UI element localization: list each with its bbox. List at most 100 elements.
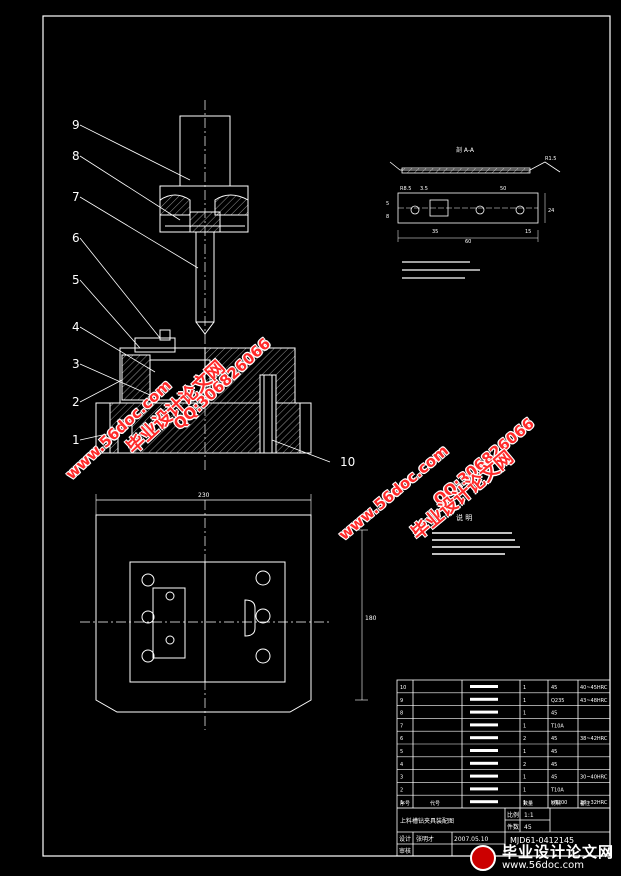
table-header-mat: 材料 (551, 800, 561, 807)
section-detail (389, 161, 561, 242)
drawing-frame (42, 15, 611, 857)
part-4-workpiece (149, 359, 211, 401)
table-cell-mat: T10A (550, 787, 564, 793)
notes-block (432, 532, 520, 555)
table-row-name-bar (470, 697, 498, 701)
sheet-label: 件数 (507, 823, 519, 831)
table-cell-no: 9 (400, 698, 403, 704)
table-cell-qty: 1 (523, 698, 526, 704)
table-header-qty: 数量 (523, 800, 533, 807)
table-cell-no: 10 (400, 685, 406, 691)
table-header-note: 备注 (580, 800, 590, 807)
plan-width-dimension: 230 (198, 492, 210, 499)
brand-url: www.56doc.com (502, 859, 585, 871)
table-header-no: 序号 (400, 800, 410, 807)
part-label: 5 (72, 273, 80, 287)
sheet-value: 45 (524, 824, 532, 831)
scale-value: 1:1 (524, 812, 534, 819)
table-cell-qty: 1 (523, 723, 526, 729)
part-label: 10 (340, 455, 355, 469)
designer-label: 设计 (399, 835, 411, 843)
table-row-name-bar (470, 749, 498, 752)
table-cell-mat: 45 (551, 749, 557, 755)
table-row-name-bar (470, 723, 498, 727)
table-cell-note: 43~48HRC (580, 698, 608, 704)
table-row-name-bar (470, 685, 498, 688)
designer-name: 张明才 (416, 835, 434, 843)
part-label: 3 (72, 357, 80, 371)
table-cell-no: 3 (400, 775, 403, 781)
dimension-label: 35 (432, 229, 438, 235)
dimension-label: 50 (500, 186, 506, 192)
title-block-texts: 上料槽钻夹具装配图 比例 1:1 件数 45 设计 张明才 2007.05.10… (399, 811, 574, 855)
dimension-label: R8.5 (400, 186, 411, 192)
dimension-label: 3.5 (420, 186, 428, 192)
table-cell-qty: 1 (523, 711, 526, 717)
dimension-label: 8 (386, 214, 389, 220)
table-cell-mat: 45 (551, 736, 557, 742)
table-cell-qty: 1 (523, 787, 526, 793)
table-cell-no: 5 (400, 749, 403, 755)
brand-footer: 毕业设计论文网 www.56doc.com (470, 842, 614, 874)
table-cell-mat: 45 (551, 775, 557, 781)
table-cell-no: 7 (400, 723, 403, 729)
table-cell-qty: 2 (523, 736, 526, 742)
dimension-label: 24 (548, 208, 554, 214)
section-dimension-labels: 60 35 24 R8.5 R1.5 50 5 8 3.5 15 (386, 156, 556, 245)
part-7-drill (195, 231, 215, 323)
table-row-name-bar (470, 710, 498, 714)
dimension-label: 5 (386, 201, 389, 207)
part-label: 7 (72, 190, 80, 204)
table-cell-note: 30~40HRC (580, 775, 608, 781)
leader-lines (79, 124, 331, 463)
part-label: 6 (72, 231, 80, 245)
table-row-name-bar (470, 787, 498, 791)
part-number-labels: 9 8 7 6 5 4 3 2 1 10 (72, 118, 355, 469)
scale-label: 比例 (507, 811, 519, 819)
notes-title: 说 明 (456, 513, 472, 522)
table-cell-no: 1 (400, 800, 403, 806)
checker-label: 审核 (399, 847, 411, 855)
title-block-frame (396, 679, 611, 857)
table-cell-mat: HT200 (551, 800, 567, 806)
part-label: 4 (72, 320, 80, 334)
table-cell-note: 28~32HRC (580, 800, 608, 806)
plan-view (80, 494, 368, 730)
table-row-name-bar (470, 736, 498, 740)
brand-name: 毕业设计论文网 (502, 842, 615, 861)
table-cell-qty: 2 (523, 762, 526, 768)
table-cell-note: 40~45HRC (580, 685, 608, 691)
drawing-code: MJD61-0412145 (510, 836, 574, 845)
table-cell-mat: 45 (551, 685, 557, 691)
table-cell-note: 38~42HRC (580, 736, 608, 742)
table-cell-no: 6 (400, 736, 403, 742)
part-label: 2 (72, 395, 80, 409)
table-cell-no: 2 (400, 787, 403, 793)
assembly-front-view (95, 100, 312, 470)
table-cell-no: 4 (400, 762, 403, 768)
drawing-name: 上料槽钻夹具装配图 (400, 817, 454, 825)
part-label: 8 (72, 149, 80, 163)
table-cell-mat: 45 (551, 762, 557, 768)
table-row-name-bar (470, 800, 498, 804)
table-row-name-bar (470, 774, 498, 778)
design-date: 2007.05.10 (454, 836, 489, 843)
plan-height-dimension: 180 (365, 615, 377, 622)
part-10-pin (259, 374, 277, 454)
table-cell-qty: 1 (523, 685, 526, 691)
brand-logo-icon (470, 845, 496, 871)
table-cell-mat: T10A (550, 723, 564, 729)
table-cell-qty: 1 (523, 775, 526, 781)
table-row-name-bar (470, 761, 498, 765)
dimension-label: 15 (525, 229, 531, 235)
dimension-label: R1.5 (545, 156, 556, 162)
dimension-label: 60 (465, 239, 471, 245)
part-label: 9 (72, 118, 80, 132)
section-title: 剖 A-A (456, 146, 475, 154)
table-cell-no: 8 (400, 711, 403, 717)
part-label: 1 (72, 433, 80, 447)
table-header-name: 代号 (430, 800, 440, 807)
table-cell-mat: Q235 (551, 698, 564, 704)
